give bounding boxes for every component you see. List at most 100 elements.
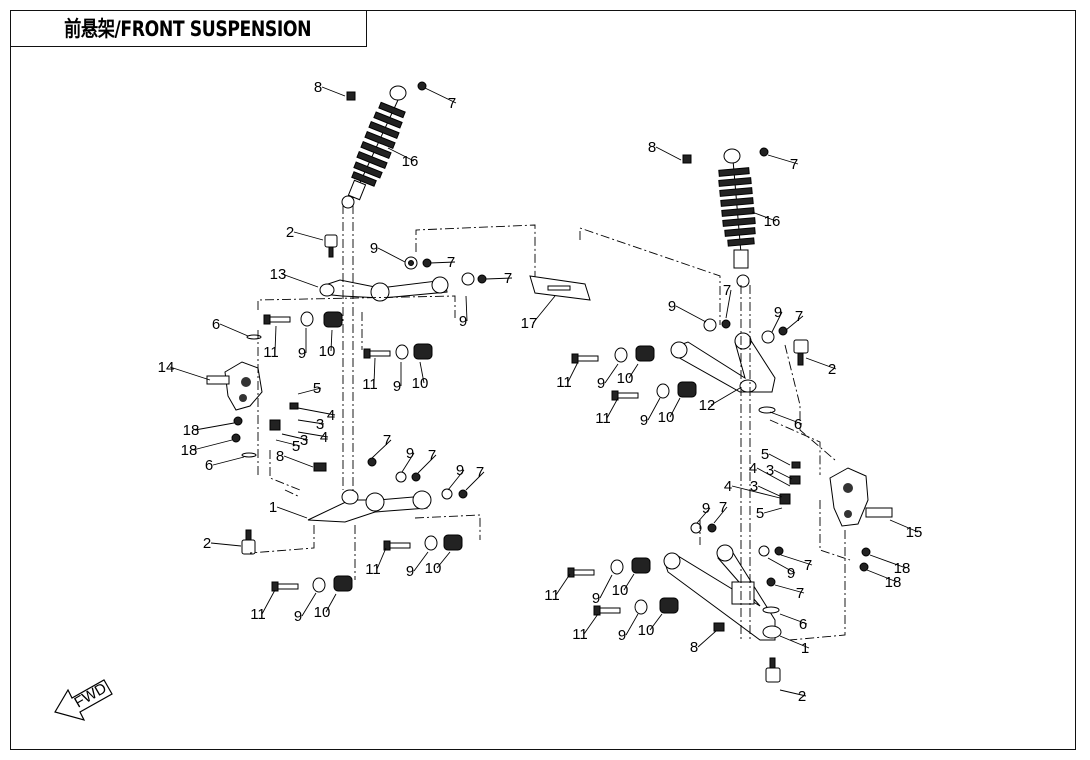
right-callout-9: 9 xyxy=(787,565,795,582)
left-callout-7: 7 xyxy=(428,447,436,464)
callout-leader xyxy=(866,569,898,583)
callout-leader xyxy=(713,506,728,524)
callout-leader xyxy=(465,295,468,322)
callout-leader xyxy=(297,387,322,395)
right-callout-7: 7 xyxy=(723,282,731,299)
callout-leader xyxy=(387,147,415,162)
right-callout-4: 4 xyxy=(749,460,757,477)
left-callout-4: 4 xyxy=(327,407,335,424)
right-callout-2: 2 xyxy=(828,361,836,378)
callout-leader xyxy=(555,573,571,596)
callout-leader xyxy=(763,507,783,514)
callout-leader xyxy=(767,154,799,165)
callout-leader xyxy=(606,397,619,419)
callout-leader xyxy=(751,211,777,222)
callout-leader xyxy=(731,485,781,499)
left-callout-7: 7 xyxy=(383,432,391,449)
callout-leader xyxy=(281,433,309,441)
right-callout-17: 17 xyxy=(521,315,538,332)
left-callout-13: 13 xyxy=(270,266,287,283)
right-dashed-lines xyxy=(579,227,851,641)
callout-leader xyxy=(771,311,783,333)
left-callout-11: 11 xyxy=(362,376,378,393)
callout-leader xyxy=(276,506,308,519)
callout-leader xyxy=(194,422,235,431)
right-callout-9: 9 xyxy=(618,627,626,644)
callout-leader xyxy=(780,554,813,566)
callout-leader xyxy=(583,613,599,635)
callout-leader xyxy=(623,573,635,591)
callout-leader xyxy=(297,407,336,416)
callout-leader xyxy=(647,397,661,421)
callout-leader xyxy=(447,469,465,491)
left-callout-7: 7 xyxy=(447,254,455,271)
right-callout-7: 7 xyxy=(719,499,727,516)
right-callout-7: 7 xyxy=(795,308,803,325)
right-callout-10: 10 xyxy=(658,409,675,426)
callout-leader xyxy=(649,613,663,631)
callout-leader xyxy=(274,325,277,353)
callout-leader xyxy=(675,305,707,323)
callout-leader xyxy=(779,689,807,697)
callout-leader xyxy=(281,273,319,288)
left-callout-7: 7 xyxy=(448,95,456,112)
right-callout-7: 7 xyxy=(790,156,798,173)
left-callout-2: 2 xyxy=(203,535,211,552)
right-callout-16: 16 xyxy=(764,213,781,230)
left-callout-11: 11 xyxy=(250,606,266,623)
left-callout-14: 14 xyxy=(158,359,175,376)
right-callout-6: 6 xyxy=(799,616,807,633)
right-small-parts xyxy=(567,147,871,683)
callout-leader xyxy=(293,231,324,241)
callout-leader xyxy=(330,329,333,352)
callout-leaders xyxy=(169,86,919,697)
callout-leader xyxy=(697,630,717,648)
right-callout-3: 3 xyxy=(750,478,758,495)
left-callout-16: 16 xyxy=(402,153,419,170)
callout-leader xyxy=(774,584,805,594)
callout-leader xyxy=(377,247,406,263)
callout-leader xyxy=(301,592,317,617)
fwd-arrow-icon: FWD xyxy=(54,679,113,721)
callout-leader xyxy=(757,485,783,498)
callout-leader xyxy=(465,471,485,491)
right-callout-9: 9 xyxy=(702,500,710,517)
callout-leader xyxy=(436,551,451,569)
callout-leader xyxy=(710,387,741,406)
callout-leader xyxy=(655,146,682,161)
callout-leader xyxy=(169,366,211,381)
callout-leader xyxy=(424,87,457,104)
left-shock-absorber xyxy=(341,85,407,209)
left-callout-8: 8 xyxy=(314,79,322,96)
left-callout-7: 7 xyxy=(476,464,484,481)
right-callout-11: 11 xyxy=(595,410,611,427)
left-callout-5: 5 xyxy=(292,438,300,455)
left-callout-4: 4 xyxy=(320,429,328,446)
left-callout-3: 3 xyxy=(300,432,308,449)
callout-leader xyxy=(779,613,808,625)
callout-leader xyxy=(219,323,249,337)
left-callout-9: 9 xyxy=(393,378,401,395)
callout-leader xyxy=(567,361,579,383)
left-dashed-lines xyxy=(249,205,536,580)
right-callout-10: 10 xyxy=(612,582,629,599)
right-shock-absorber xyxy=(718,148,756,288)
right-callout-7: 7 xyxy=(796,585,804,602)
right-callout-10: 10 xyxy=(617,370,634,387)
right-callout-10: 10 xyxy=(638,622,655,639)
callout-leader xyxy=(376,547,387,570)
left-callout-8: 8 xyxy=(276,448,284,465)
callout-leader xyxy=(599,574,613,599)
callout-leader xyxy=(297,431,329,438)
left-callout-9: 9 xyxy=(294,608,302,625)
callout-leader xyxy=(785,315,804,331)
left-callout-9: 9 xyxy=(406,445,414,462)
callout-leader xyxy=(261,589,276,615)
right-callout-9: 9 xyxy=(597,375,605,392)
callout-leader xyxy=(769,411,803,425)
right-callout-2: 2 xyxy=(798,688,806,705)
left-callout-18: 18 xyxy=(181,442,198,459)
left-callout-11: 11 xyxy=(263,344,279,361)
